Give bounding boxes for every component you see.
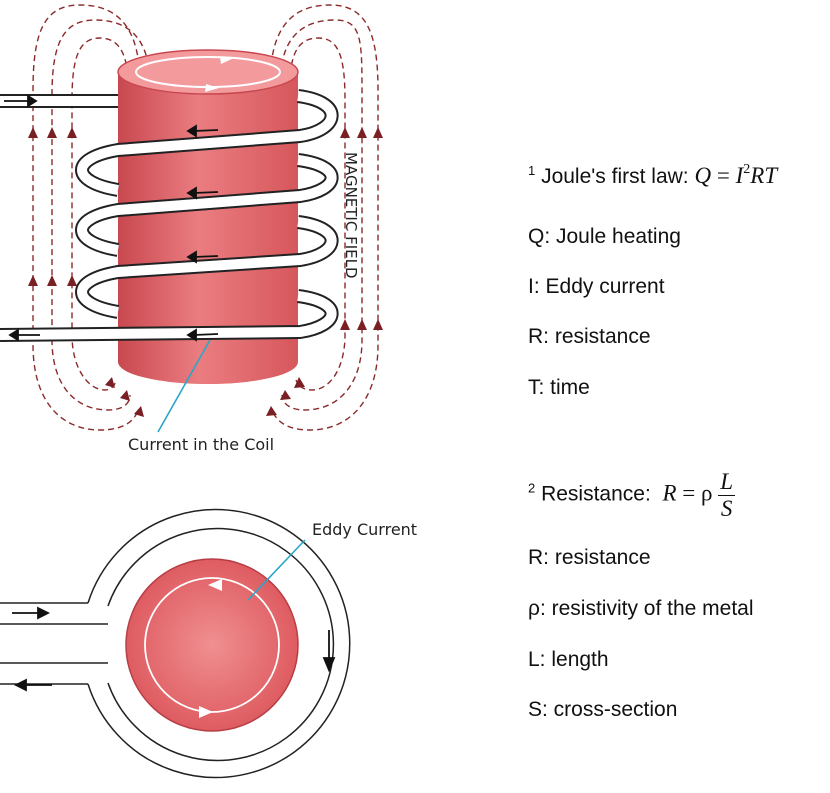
def-resistance-2: R: resistance xyxy=(528,546,651,569)
formula-exponent: 2 xyxy=(743,162,751,177)
coil-callout-line xyxy=(157,339,211,433)
footnote-marker-2: 2 xyxy=(528,480,536,496)
def-eddy-current: I: Eddy current xyxy=(528,275,665,298)
formula-denominator: S xyxy=(720,496,733,521)
footnote-marker-1: 1 xyxy=(528,163,536,178)
formula-q: Q xyxy=(694,163,712,188)
eddy-current-label: Eddy Current xyxy=(312,520,417,539)
resistance-title: Resistance: xyxy=(541,482,651,506)
def-resistance-1: R: resistance xyxy=(528,325,651,348)
formula-equals: = xyxy=(716,163,730,188)
def-cross-section: S: cross-section xyxy=(528,698,678,721)
coil-current-arrows xyxy=(4,94,219,342)
magnetic-field-label: MAGNETIC FIELD xyxy=(342,152,360,279)
formula-i: I xyxy=(735,163,744,188)
joule-law-title: Joule's first law: xyxy=(541,165,689,188)
coil-top-view xyxy=(0,508,351,779)
resistance-heading: 2 Resistance: R = ρ L S xyxy=(528,469,736,521)
def-resistivity: ρ: resistivity of the metal xyxy=(528,597,754,620)
joule-law-heading: 1 Joule's first law: Q = I2RT xyxy=(528,163,777,188)
eddy-callout-line xyxy=(247,539,306,601)
joule-law-formula: Q = I2RT xyxy=(694,163,777,188)
formula-numerator: L xyxy=(718,469,736,496)
def-length: L: length xyxy=(528,648,609,671)
def-joule-heating: Q: Joule heating xyxy=(528,225,681,248)
formula-rt: RT xyxy=(750,163,778,188)
formula-equals-2: = xyxy=(682,480,696,506)
formula-rho: ρ xyxy=(701,480,713,506)
formula-r: R xyxy=(662,480,677,506)
formula-fraction: L S xyxy=(718,469,736,521)
top-view-current-arrows xyxy=(12,606,336,692)
def-time: T: time xyxy=(528,376,590,399)
coil-current-label: Current in the Coil xyxy=(128,435,274,454)
coil-winding xyxy=(0,89,339,342)
resistance-formula: R = ρ xyxy=(662,481,718,506)
